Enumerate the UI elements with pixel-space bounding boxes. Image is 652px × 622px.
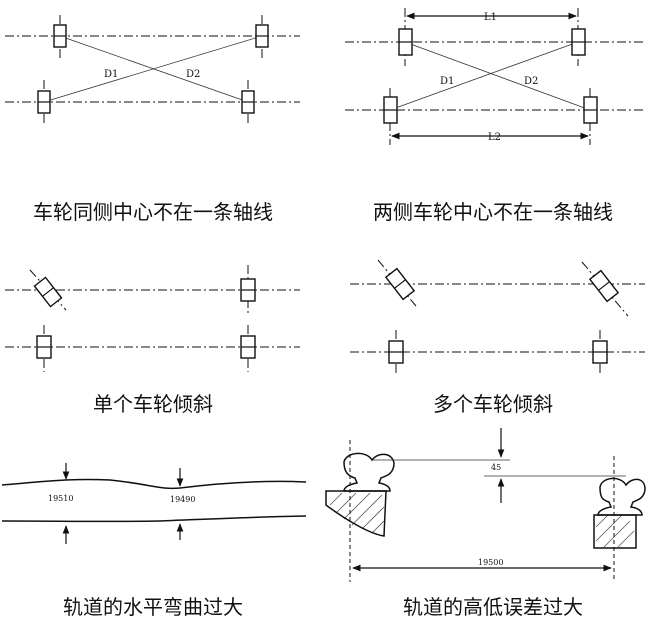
tilted-wheel-icon bbox=[33, 276, 63, 308]
caption-track-horizontal-bend: 轨道的水平弯曲过大 bbox=[63, 595, 243, 619]
wheel-icon bbox=[240, 278, 256, 302]
tilted-wheel-icon bbox=[588, 269, 620, 303]
wheel-icon bbox=[36, 335, 52, 359]
hatch-left bbox=[329, 492, 385, 534]
span-value: 19500 bbox=[478, 558, 503, 567]
tilted-wheel-icon bbox=[384, 267, 416, 301]
wheel-icon bbox=[571, 28, 586, 56]
wheel-icon bbox=[398, 28, 413, 56]
label-d2: D2 bbox=[524, 76, 538, 87]
wheel-icon bbox=[37, 90, 51, 114]
label-l1: L1 bbox=[484, 12, 497, 23]
wheel-icon bbox=[241, 90, 255, 114]
panel-same-side-offset: D1 D2 bbox=[5, 15, 300, 124]
hatch-right bbox=[595, 514, 635, 548]
right-rail bbox=[597, 477, 646, 516]
gauge-value-right: 19490 bbox=[170, 495, 195, 504]
panel-multiple-wheels-tilt bbox=[350, 259, 645, 376]
right-beam bbox=[593, 514, 637, 549]
caption-both-sides-offset: 两侧车轮中心不在一条轴线 bbox=[373, 200, 613, 224]
wheel-icon bbox=[240, 335, 256, 359]
panel-both-sides-offset: L1 L2 D1 D2 bbox=[345, 8, 645, 145]
height-value: 45 bbox=[491, 463, 501, 472]
caption-multiple-wheels-tilt: 多个车轮倾斜 bbox=[433, 392, 553, 416]
wheel-icon bbox=[53, 24, 67, 48]
panel-single-wheel-tilt bbox=[5, 265, 300, 372]
panel-track-height-diff: 45 19500 bbox=[325, 428, 646, 582]
wheel-icon bbox=[592, 340, 608, 364]
wheel-icon bbox=[383, 96, 398, 124]
rail-top bbox=[1, 478, 307, 490]
wheel-icon bbox=[388, 340, 404, 364]
caption-track-height-diff: 轨道的高低误差过大 bbox=[403, 595, 583, 619]
left-beam bbox=[325, 490, 387, 537]
panel-track-horizontal-bend: 19510 19490 bbox=[1, 463, 307, 544]
wheel-icon bbox=[583, 96, 598, 124]
label-d1: D1 bbox=[104, 69, 118, 80]
left-rail bbox=[343, 452, 395, 492]
label-d2: D2 bbox=[186, 69, 200, 80]
label-d1: D1 bbox=[440, 76, 454, 87]
gauge-value-left: 19510 bbox=[48, 494, 73, 503]
rail-bottom bbox=[1, 515, 307, 523]
caption-single-wheel-tilt: 单个车轮倾斜 bbox=[93, 392, 213, 416]
label-l2: L2 bbox=[488, 132, 501, 143]
caption-same-side-offset: 车轮同侧中心不在一条轴线 bbox=[33, 200, 273, 224]
wheel-icon bbox=[255, 24, 269, 48]
